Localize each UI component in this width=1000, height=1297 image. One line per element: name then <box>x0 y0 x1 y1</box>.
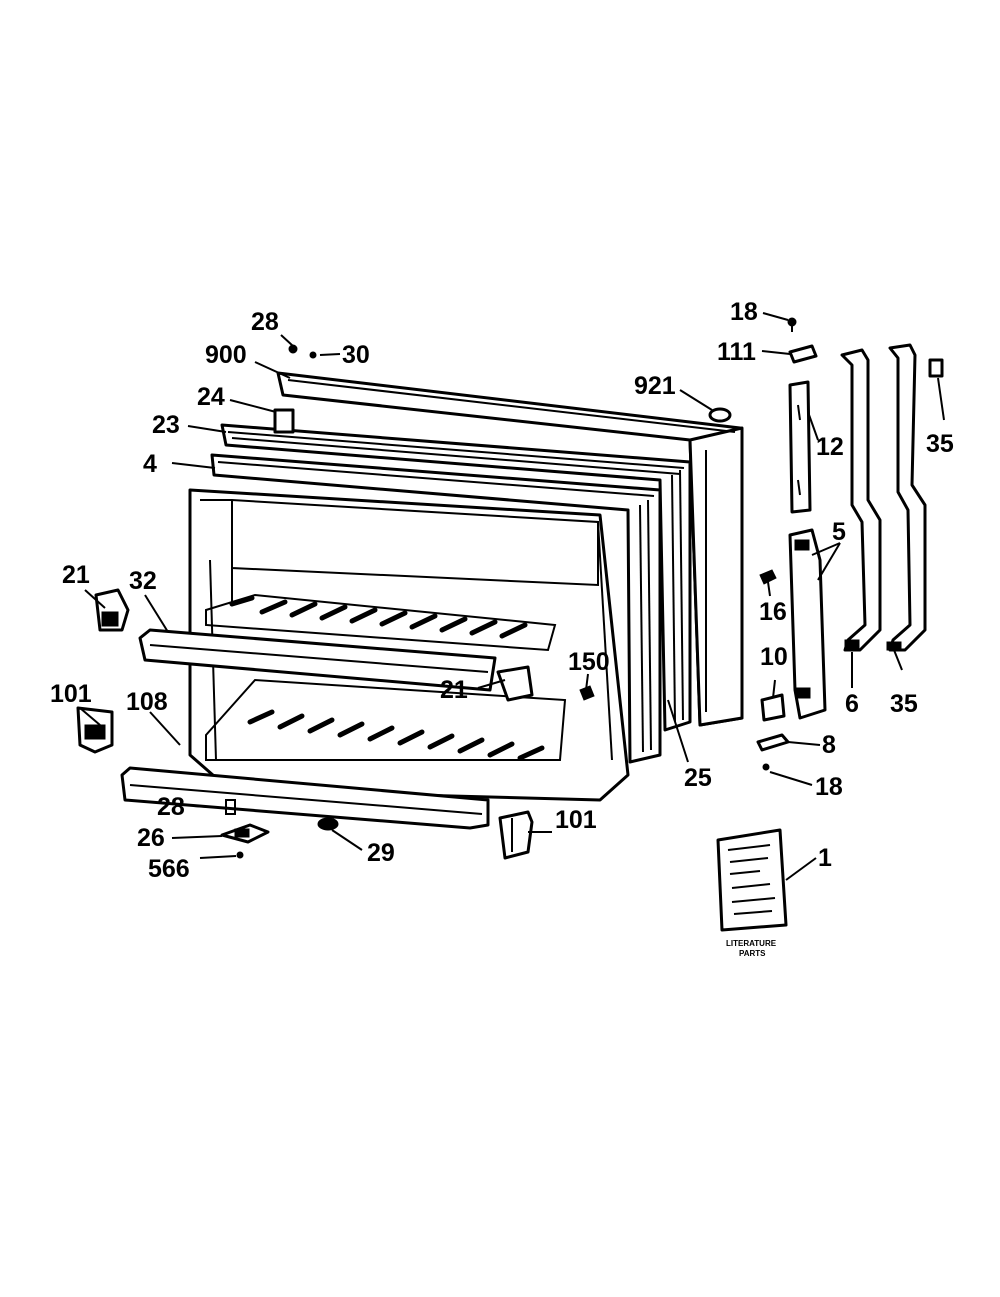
plug-24 <box>273 408 295 434</box>
outer-door-panel <box>276 371 744 727</box>
door-gasket <box>220 423 692 732</box>
screw-28-top <box>288 344 298 354</box>
label-150: 150 <box>568 648 610 676</box>
label-101-left: 101 <box>50 680 92 708</box>
label-28-bottom: 28 <box>157 793 185 821</box>
shim-10 <box>760 693 786 722</box>
label-566: 566 <box>148 855 190 883</box>
label-35-bottom: 35 <box>890 690 918 718</box>
bracket-left <box>94 588 130 632</box>
label-921: 921 <box>634 372 676 400</box>
label-26: 26 <box>137 824 165 852</box>
screw-18-bottom <box>762 763 770 771</box>
lower-shelf-grille <box>247 709 545 761</box>
end-cap-35 <box>928 358 944 378</box>
leader-lines <box>79 312 945 881</box>
hinge-bracket-5 <box>788 528 827 720</box>
hinge-pin-8 <box>756 733 790 752</box>
label-16: 16 <box>759 598 787 626</box>
door-bar <box>138 628 497 692</box>
label-108: 108 <box>126 688 168 716</box>
handle-6 <box>840 348 882 652</box>
literature-card-line1: LITERATURE <box>726 939 777 948</box>
label-24: 24 <box>197 383 225 411</box>
label-35-top: 35 <box>926 430 954 458</box>
hinge-111 <box>788 344 818 364</box>
screw-30 <box>309 351 317 359</box>
label-6: 6 <box>845 690 859 718</box>
label-101-right: 101 <box>555 806 597 834</box>
handle-35 <box>886 343 927 652</box>
label-5: 5 <box>832 518 846 546</box>
end-cap-right <box>498 810 534 860</box>
label-21-inner: 21 <box>440 676 468 704</box>
label-111: 111 <box>717 338 756 366</box>
literature-parts-card: LITERATURE PARTS <box>716 828 788 958</box>
part-labels: 18 111 28 30 900 921 24 12 35 23 4 5 21 … <box>50 298 954 883</box>
bottom-trim <box>120 766 490 830</box>
label-10: 10 <box>760 643 788 671</box>
label-8: 8 <box>822 731 836 759</box>
upper-shelf-grille <box>229 595 528 639</box>
bracket-inner <box>496 665 534 702</box>
hinge-26 <box>220 823 270 844</box>
label-4: 4 <box>143 450 157 478</box>
plug-921 <box>708 407 732 423</box>
washer-29 <box>317 817 339 831</box>
label-1: 1 <box>818 844 832 872</box>
end-cap-left <box>76 706 114 754</box>
screw-566 <box>236 851 244 859</box>
literature-card-line2: PARTS <box>739 949 766 958</box>
label-12: 12 <box>816 433 844 461</box>
label-18-bottom: 18 <box>815 773 843 801</box>
label-28-top: 28 <box>251 308 279 336</box>
label-23: 23 <box>152 411 180 439</box>
label-21-left: 21 <box>62 561 90 589</box>
label-30: 30 <box>342 341 370 369</box>
label-32: 32 <box>129 567 157 595</box>
door-liner-frame <box>210 453 662 764</box>
screw-18-top <box>787 317 797 332</box>
label-25: 25 <box>684 764 712 792</box>
label-29: 29 <box>367 839 395 867</box>
label-900: 900 <box>205 341 247 369</box>
hinge-bar-12 <box>788 380 812 514</box>
label-18-top: 18 <box>730 298 758 326</box>
screw-16 <box>759 569 777 585</box>
